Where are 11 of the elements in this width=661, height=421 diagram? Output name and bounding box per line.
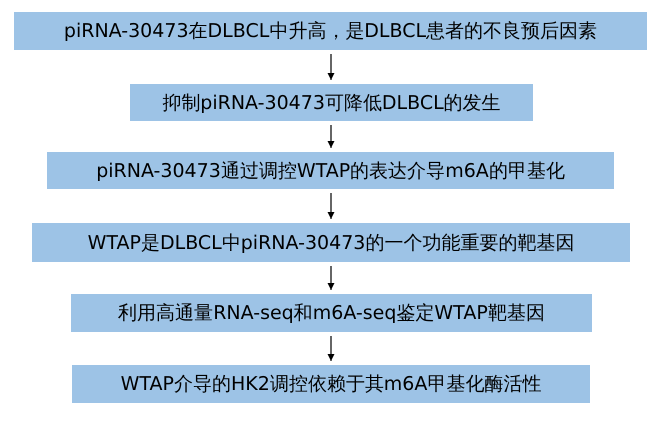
process-box: WTAP介导的HK2调控依赖于其m6A甲基化酶活性	[72, 365, 590, 403]
process-box: 抑制piRNA-30473可降低DLBCL的发生	[130, 84, 533, 121]
arrow	[327, 54, 335, 80]
arrow	[327, 125, 335, 148]
arrow	[327, 193, 335, 219]
arrow	[327, 336, 335, 361]
process-box: piRNA-30473通过调控WTAP的表达介导m6A的甲基化	[47, 152, 614, 189]
process-box: WTAP是DLBCL中piRNA-30473的一个功能重要的靶基因	[32, 223, 630, 262]
process-box: piRNA-30473在DLBCL中升高，是DLBCL患者的不良预后因素	[14, 12, 647, 50]
arrow	[327, 266, 335, 290]
process-box: 利用高通量RNA-seq和m6A-seq鉴定WTAP靶基因	[71, 294, 592, 332]
